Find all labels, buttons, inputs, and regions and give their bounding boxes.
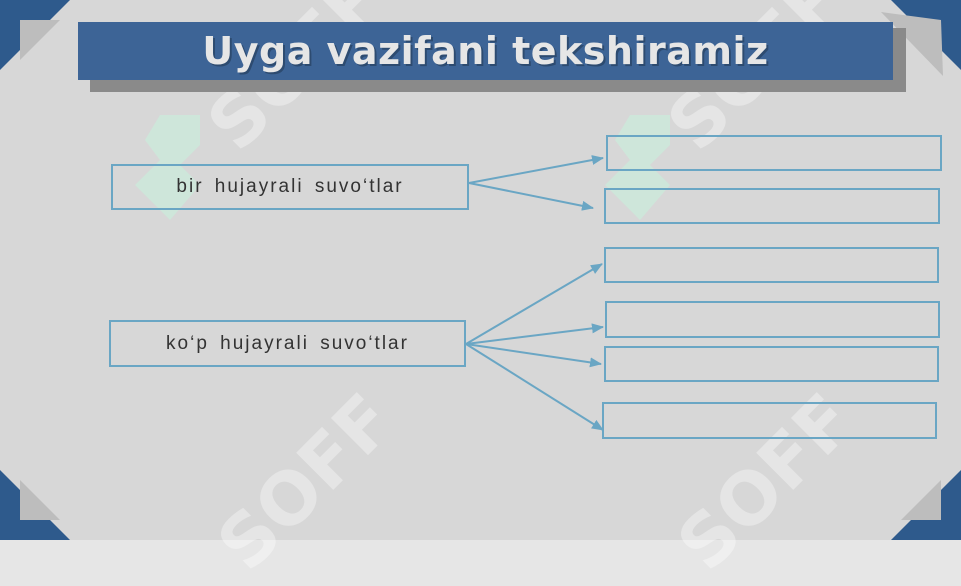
arrow xyxy=(465,343,604,431)
corner-decoration-top-left xyxy=(0,0,70,70)
slide: SOFF SOFF SOFF SOFF Uyga vazifani tekshi… xyxy=(0,0,961,540)
connector-arrows xyxy=(465,155,604,431)
source-label: ko‘p hujayrali suvo‘tlar xyxy=(166,332,409,354)
logo-watermark xyxy=(135,115,200,220)
answer-box[interactable] xyxy=(605,301,940,338)
title-bar: Uyga vazifani tekshiramiz xyxy=(78,22,893,80)
source-box-multicellular: ko‘p hujayrali suvo‘tlar xyxy=(109,320,466,367)
answer-box[interactable] xyxy=(604,188,940,224)
answer-box[interactable] xyxy=(602,402,937,439)
logo-watermark xyxy=(605,115,670,220)
arrow xyxy=(468,155,604,184)
answer-box[interactable] xyxy=(604,247,939,283)
arrow xyxy=(465,343,602,368)
corner-decoration-bottom-left xyxy=(0,470,70,540)
arrow xyxy=(468,182,594,211)
page-title: Uyga vazifani tekshiramiz xyxy=(202,29,769,73)
arrow xyxy=(465,263,603,345)
source-box-unicellular: bir hujayrali suvo‘tlar xyxy=(111,164,469,210)
answer-box[interactable] xyxy=(606,135,942,171)
corner-decoration-bottom-right xyxy=(891,470,961,540)
arrow xyxy=(465,323,604,345)
answer-box[interactable] xyxy=(604,346,939,382)
source-label: bir hujayrali suvo‘tlar xyxy=(176,176,404,197)
